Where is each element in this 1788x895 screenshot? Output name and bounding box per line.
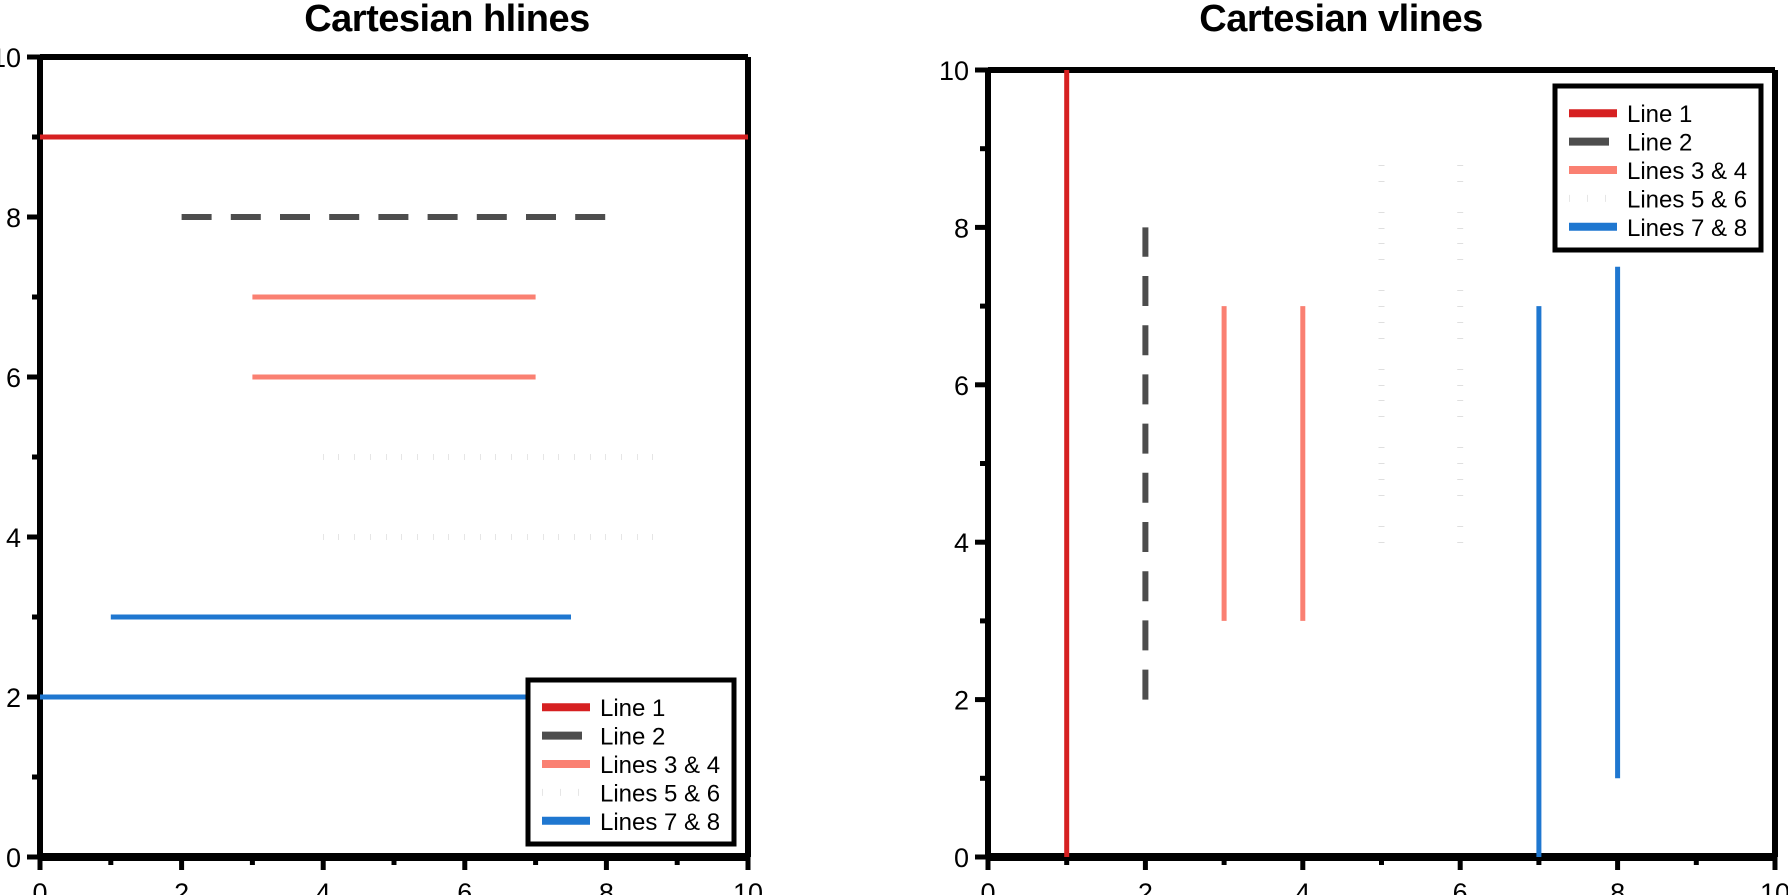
x-tick-label: 4	[316, 878, 331, 895]
legend-label: Lines 5 & 6	[1627, 186, 1747, 213]
y-tick-label: 0	[954, 843, 969, 873]
y-tick-label: 4	[6, 523, 21, 553]
x-tick-label: 0	[32, 878, 47, 895]
x-tick-label: 2	[174, 878, 189, 895]
x-tick-label: 10	[1760, 878, 1788, 895]
legend-label: Lines 5 & 6	[600, 780, 720, 807]
y-tick-label: 8	[6, 203, 21, 233]
y-tick-label: 10	[0, 43, 21, 73]
legend-label: Line 2	[600, 724, 665, 751]
legend-label: Lines 7 & 8	[600, 809, 720, 836]
legend-label: Line 1	[600, 695, 665, 722]
x-tick-label: 4	[1295, 878, 1310, 895]
y-tick-label: 2	[6, 683, 21, 713]
y-tick-label: 6	[6, 363, 21, 393]
y-tick-label: 6	[954, 371, 969, 401]
chart-title-vlines: Cartesian vlines	[1199, 0, 1483, 40]
x-tick-label: 6	[457, 878, 472, 895]
x-tick-label: 2	[1138, 878, 1153, 895]
x-tick-label: 10	[733, 878, 763, 895]
y-tick-label: 2	[954, 686, 969, 716]
y-tick-label: 4	[954, 528, 969, 558]
legend-label: Line 2	[1627, 130, 1692, 157]
y-tick-label: 10	[939, 56, 969, 86]
x-tick-label: 6	[1453, 878, 1468, 895]
x-tick-label: 8	[1610, 878, 1625, 895]
y-tick-label: 8	[954, 213, 969, 243]
legend-label: Lines 3 & 4	[1627, 158, 1747, 185]
legend-label: Line 1	[1627, 101, 1692, 128]
chart-title-hlines: Cartesian hlines	[304, 0, 590, 40]
legend-label: Lines 7 & 8	[1627, 215, 1747, 242]
x-tick-label: 8	[599, 878, 614, 895]
x-tick-label: 0	[980, 878, 995, 895]
legend-label: Lines 3 & 4	[600, 752, 720, 779]
y-tick-label: 0	[6, 843, 21, 873]
